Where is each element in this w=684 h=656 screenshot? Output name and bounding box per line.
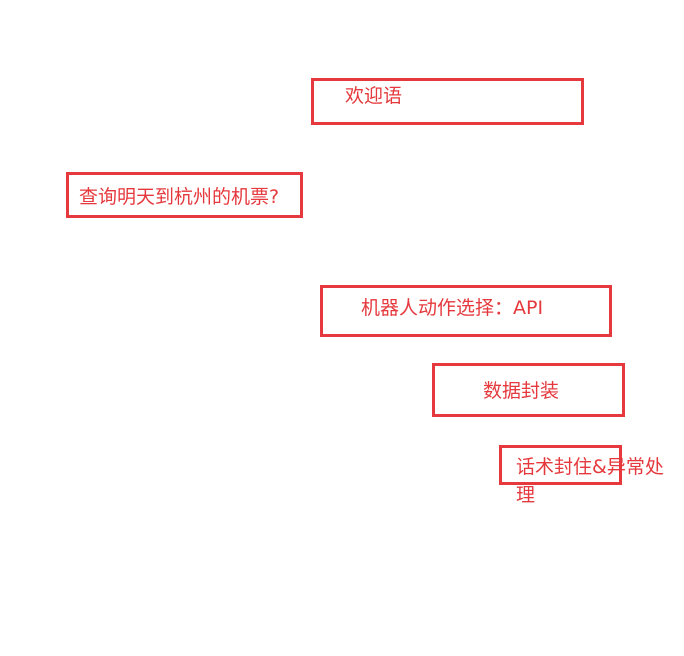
node-welcome-box [311,78,584,125]
node-robot-action-box [320,285,612,337]
node-welcome-label: 欢迎语 [345,85,403,107]
node-user-query-box [66,172,303,218]
node-data-packaging-label: 数据封装 [483,380,560,402]
node-user-query-label: 查询明天到杭州的机票? [79,186,280,208]
node-script-exception-box [499,445,622,485]
node-data-packaging-box [432,363,625,417]
node-script-exception-label: 话术封住&异常处理 [516,456,664,506]
node-robot-action-label: 机器人动作选择：API [361,297,544,319]
